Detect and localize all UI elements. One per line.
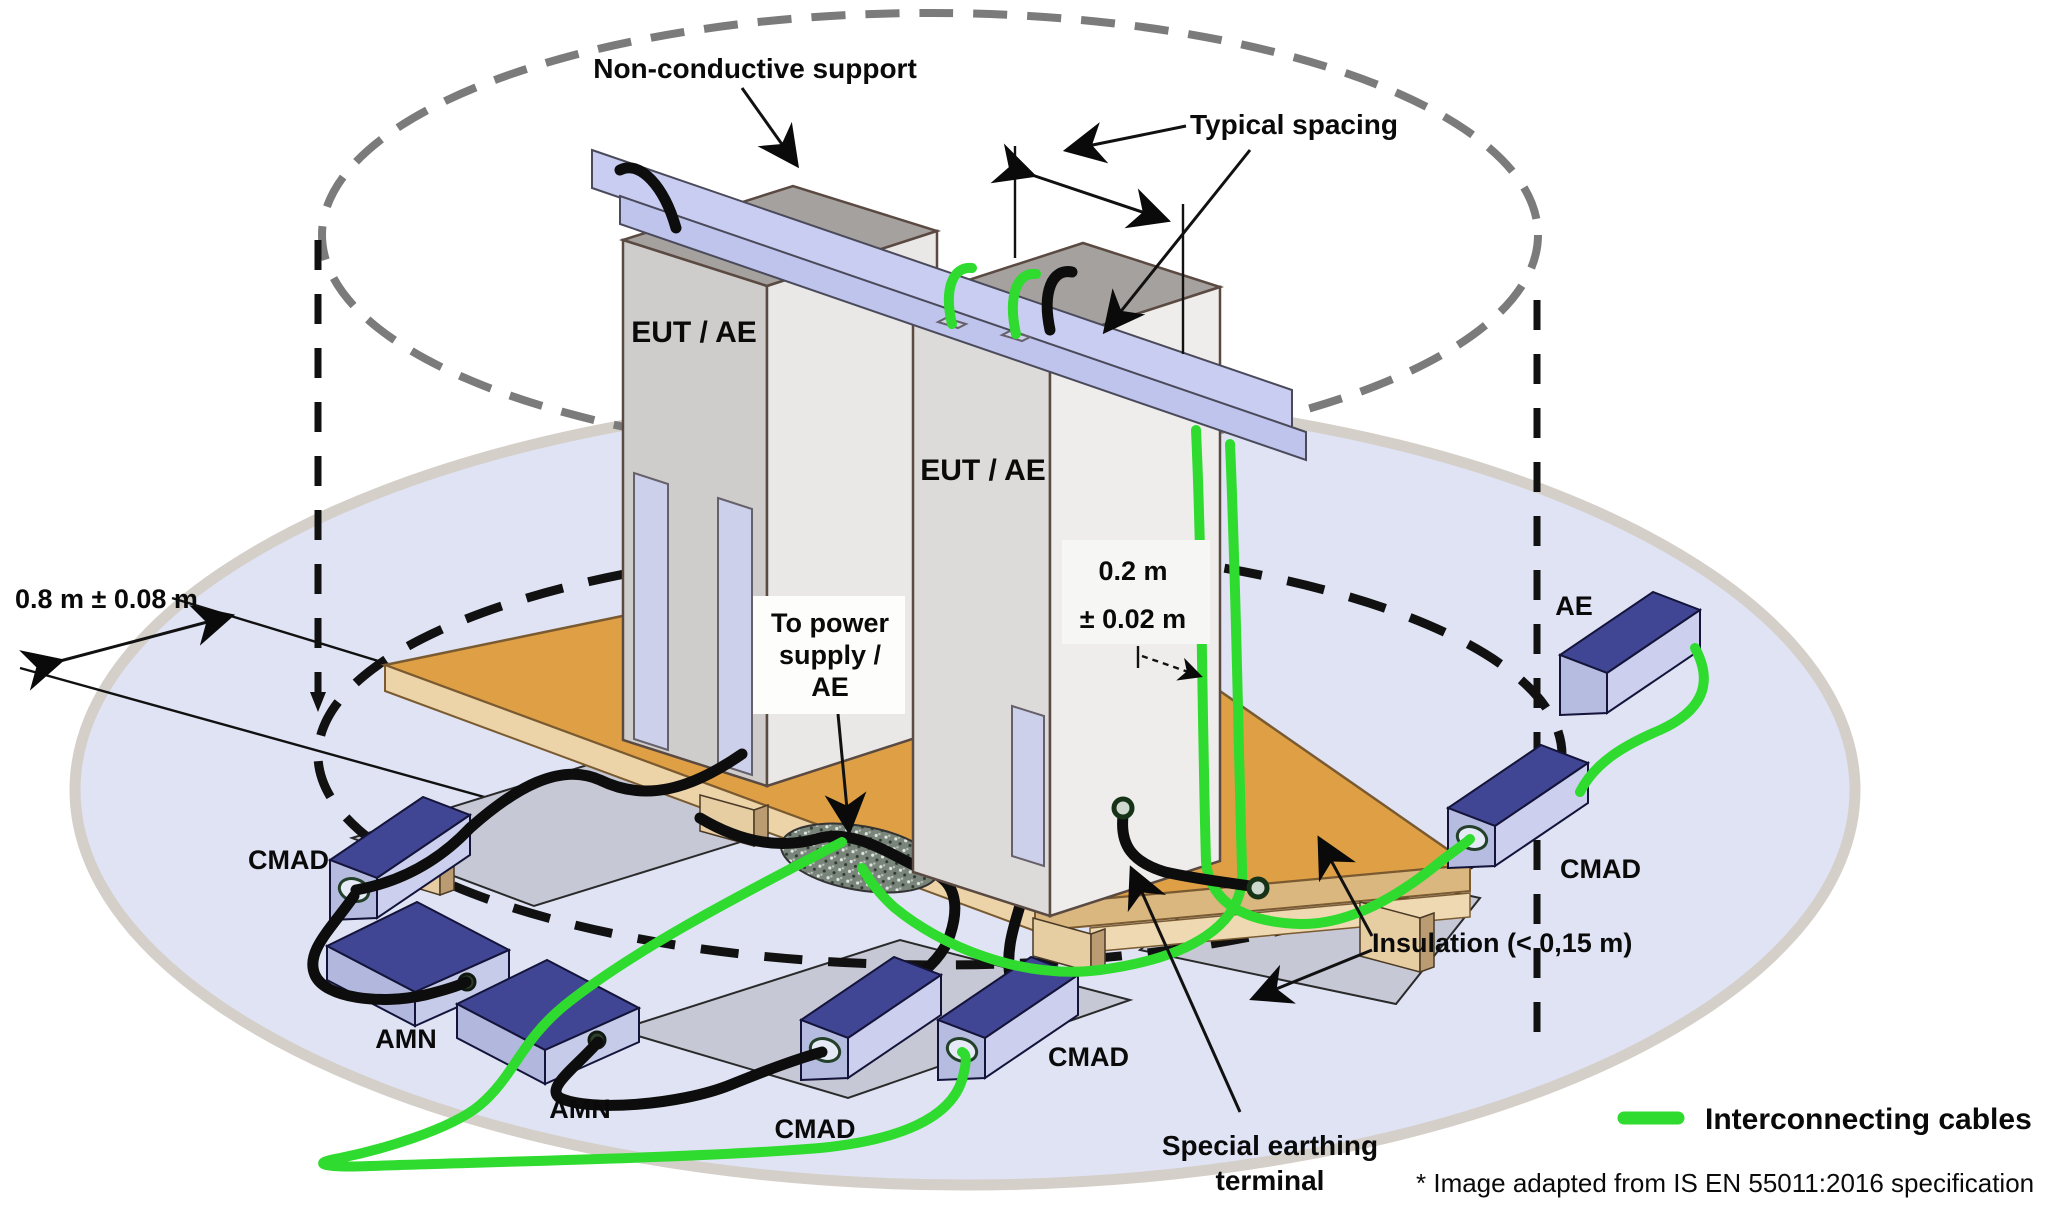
dimension-0-2m-arrow xyxy=(1136,646,1203,681)
label-typical-spacing: Typical spacing xyxy=(1190,109,1398,140)
svg-text:± 0.02 m: ± 0.02 m xyxy=(1080,604,1186,634)
footnote: * Image adapted from IS EN 55011:2016 sp… xyxy=(1416,1168,2034,1198)
arrow-to-power-supply xyxy=(824,713,867,836)
dim-0-8m-label: 0.8 m ± 0.08 m xyxy=(15,584,198,614)
cabinet-right-door xyxy=(1011,704,1045,868)
arrow-insulation-1 xyxy=(1317,835,1374,937)
label-cmad-1: CMAD xyxy=(248,845,329,875)
cabinet-left-door-2 xyxy=(717,496,753,777)
cable-cmad1-to-amn1 xyxy=(307,890,472,1005)
cmad-box-2 xyxy=(798,955,944,1082)
label-cmad-3: CMAD xyxy=(1048,1042,1129,1072)
label-special-earthing-1: Special earthing xyxy=(1162,1130,1378,1161)
label-cmad-2: CMAD xyxy=(775,1114,856,1144)
svg-text:supply /: supply / xyxy=(779,640,882,670)
cable-hook-black-top xyxy=(1041,266,1078,336)
green-cable-ae-to-cmad xyxy=(1575,643,1709,797)
cable-hook-green-2 xyxy=(1008,268,1041,339)
legend: Interconnecting cables xyxy=(1617,1103,2032,1136)
dimension-typical-spacing xyxy=(990,143,1185,354)
volume-wall-left-arrowhead xyxy=(310,692,326,712)
svg-text:0.2 m: 0.2 m xyxy=(1098,556,1167,586)
non-conductive-support-beam xyxy=(591,148,1307,462)
label-dim-0-2m: 0.2 m ± 0.02 m xyxy=(1062,540,1210,644)
label-eut-ae-left: EUT / AE xyxy=(631,316,757,349)
arrow-special-earthing xyxy=(1127,865,1242,1113)
label-insulation: Insulation (< 0,15 m) xyxy=(1372,928,1632,958)
label-to-power-supply: To power supply / AE xyxy=(753,596,905,714)
svg-text:AE: AE xyxy=(811,672,849,702)
arrow-typical-spacing-2 xyxy=(1102,149,1252,335)
arrow-non-conductive-support xyxy=(740,87,800,169)
cable-hook-green-1 xyxy=(943,262,977,329)
green-cable-long-loop xyxy=(318,837,971,1172)
label-amn-1: AMN xyxy=(375,1024,437,1054)
arrow-typical-spacing-1 xyxy=(1062,122,1187,164)
label-eut-ae-right: EUT / AE xyxy=(920,454,1046,487)
svg-text:To power: To power xyxy=(771,608,889,638)
cmad-box-right xyxy=(1445,743,1591,870)
label-ae: AE xyxy=(1555,591,1593,621)
dimension-0-8m: 0.8 m ± 0.08 m xyxy=(15,584,681,820)
cable-hook-left-top xyxy=(614,162,682,234)
arrow-insulation-2 xyxy=(1249,948,1373,1004)
green-cable-vertical-2 xyxy=(857,439,1248,977)
cable-cabinet1-to-cmad1 xyxy=(350,748,748,896)
ae-box xyxy=(1557,590,1703,717)
label-cmad-right: CMAD xyxy=(1560,854,1641,884)
label-special-earthing-2: terminal xyxy=(1216,1165,1325,1196)
volume-top-dashed-ellipse xyxy=(318,9,1542,461)
label-non-conductive-support: Non-conductive support xyxy=(593,53,917,84)
cabinet-left-door-1 xyxy=(633,471,669,752)
cable-amn2-to-cmad2 xyxy=(550,1036,828,1111)
legend-label: Interconnecting cables xyxy=(1705,1103,2032,1136)
label-amn-2: AMN xyxy=(549,1094,611,1124)
